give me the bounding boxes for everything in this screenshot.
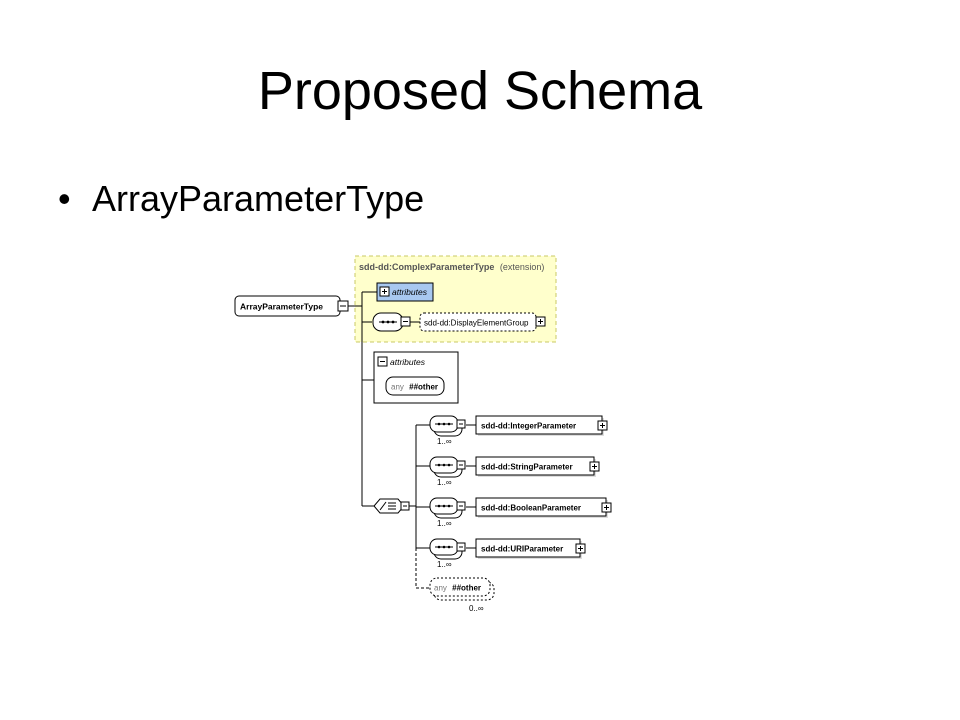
any-element-cardinality: 0..∞ <box>469 604 484 613</box>
any-attribute-namespace: ##other <box>409 383 438 392</box>
slide-title: Proposed Schema <box>257 61 703 121</box>
extension-title: sdd-dd:ComplexParameterType (extension) <box>359 262 544 272</box>
extension-qualifier: (extension) <box>500 262 545 272</box>
sequence-collapse-icon[interactable] <box>456 501 466 511</box>
any-element-namespace: ##other <box>452 584 481 593</box>
sequence-compositor-icon[interactable] <box>429 456 463 478</box>
choice-row: 1..∞ sdd-dd:BooleanParameter <box>429 497 612 528</box>
choice-row: 1..∞ sdd-dd:URIParameter <box>429 538 586 569</box>
any-element-text: any ##other <box>434 584 481 593</box>
local-attributes-label: attributes <box>390 357 426 367</box>
group-expand-icon[interactable] <box>535 316 546 327</box>
bullet-dot-icon: • <box>58 178 71 219</box>
any-attribute-text: any ##other <box>391 383 438 392</box>
choice-cardinality: 1..∞ <box>437 478 452 487</box>
choice-cardinality: 1..∞ <box>437 437 452 446</box>
any-element-box[interactable] <box>429 577 491 597</box>
element-label: sdd-dd:BooleanParameter <box>481 504 581 513</box>
choice-cardinality: 1..∞ <box>437 560 452 569</box>
sequence-compositor-icon[interactable] <box>372 312 404 332</box>
element-label: sdd-dd:IntegerParameter <box>481 422 576 431</box>
sequence-compositor-icon[interactable] <box>429 538 463 560</box>
root-element-label: ArrayParameterType <box>240 302 323 312</box>
inherited-attributes-box[interactable] <box>376 282 434 302</box>
sequence-collapse-icon[interactable] <box>456 419 466 429</box>
element-label: sdd-dd:StringParameter <box>481 463 573 472</box>
element-expand-icon[interactable] <box>601 502 612 513</box>
sequence-compositor-icon[interactable] <box>429 415 463 437</box>
element-expand-icon[interactable] <box>575 543 586 554</box>
extension-base: sdd-dd:ComplexParameterType <box>359 262 494 272</box>
element-label: sdd-dd:URIParameter <box>481 545 563 554</box>
choice-row: 1..∞ sdd-dd:StringParameter <box>429 456 600 487</box>
bullet-text: ArrayParameterType <box>92 178 425 219</box>
root-collapse-icon[interactable] <box>337 300 349 312</box>
any-element-prefix: any <box>434 584 447 593</box>
any-attribute-prefix: any <box>391 383 404 392</box>
display-element-group-box[interactable] <box>419 312 537 332</box>
sequence-collapse-icon[interactable] <box>400 316 411 327</box>
attributes-expand-icon[interactable] <box>379 286 390 297</box>
choice-row: 1..∞ sdd-dd:IntegerParameter <box>429 415 608 446</box>
connector-lines <box>348 291 476 549</box>
choice-elements: 1..∞ sdd-dd:IntegerParameter 1..∞ sdd-dd:St… <box>429 415 612 569</box>
display-element-group-label: sdd-dd:DisplayElementGroup <box>424 319 529 328</box>
choice-collapse-icon[interactable] <box>400 501 410 511</box>
any-attribute-box[interactable] <box>385 376 445 396</box>
element-expand-icon[interactable] <box>597 420 608 431</box>
element-expand-icon[interactable] <box>589 461 600 472</box>
sequence-collapse-icon[interactable] <box>456 460 466 470</box>
local-attributes-collapse-icon[interactable] <box>377 356 388 367</box>
sequence-collapse-icon[interactable] <box>456 542 466 552</box>
choice-compositor-icon[interactable] <box>373 498 405 514</box>
inherited-attributes-label: attributes <box>392 287 428 297</box>
bullet-item: • ArrayParameterType <box>58 178 424 220</box>
choice-cardinality: 1..∞ <box>437 519 452 528</box>
